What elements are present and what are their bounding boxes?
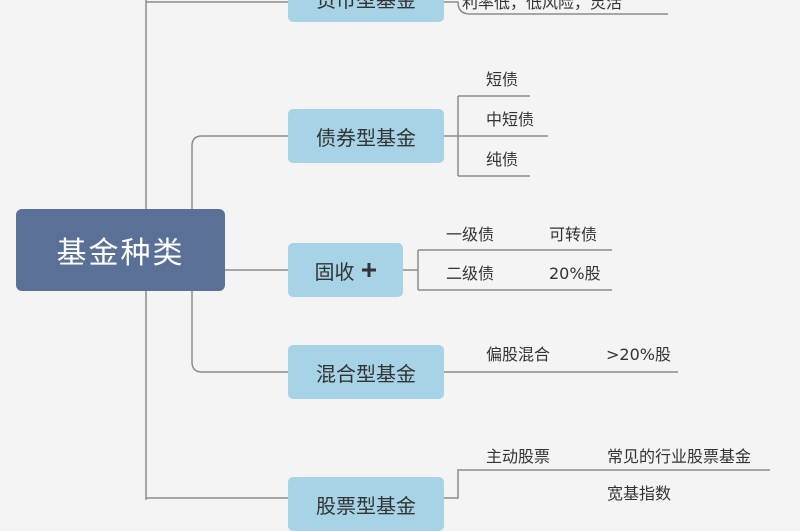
stock-leaf-1b: 常见的行业股票基金 <box>607 447 752 466</box>
bond-leaf-3: 纯债 <box>486 150 519 169</box>
plus-icon <box>361 262 377 278</box>
bond-leaf-1: 短债 <box>486 70 519 89</box>
node-bond-label: 债券型基金 <box>316 125 416 150</box>
money-leaf-1: 利率低，低风险，灵活 <box>462 0 623 12</box>
node-money-fund: 货币型基金 <box>288 0 444 22</box>
node-bond-fund: 债券型基金 <box>288 109 444 163</box>
fixed-leaf-2b: 20%股 <box>549 264 601 283</box>
mixed-leaf-1b: >20%股 <box>606 345 671 364</box>
node-money-label: 货币型基金 <box>316 0 416 13</box>
mixed-leaf-1a: 偏股混合 <box>486 345 551 364</box>
connector-lines <box>145 0 770 500</box>
node-stock-label: 股票型基金 <box>316 493 416 518</box>
node-fixed-label: 固收 <box>314 259 355 284</box>
fixed-leaf-1b: 可转债 <box>549 225 598 244</box>
root-label: 基金种类 <box>56 236 185 271</box>
money-leaf-line <box>444 1 668 15</box>
fixed-leaf-2a: 二级债 <box>446 264 495 283</box>
node-mixed-label: 混合型基金 <box>316 361 416 386</box>
node-mixed-fund: 混合型基金 <box>288 345 444 399</box>
stock-leaf-1a: 主动股票 <box>486 447 551 466</box>
node-fixed-income: 固收 <box>288 243 403 297</box>
stock-leaf-2b: 宽基指数 <box>607 484 672 503</box>
root-node: 基金种类 <box>16 209 225 291</box>
stock-leaf-line-1 <box>444 469 770 499</box>
bond-leaf-2: 中短债 <box>486 110 535 129</box>
fixed-leaf-1a: 一级债 <box>446 225 495 244</box>
node-stock-fund: 股票型基金 <box>288 477 444 531</box>
